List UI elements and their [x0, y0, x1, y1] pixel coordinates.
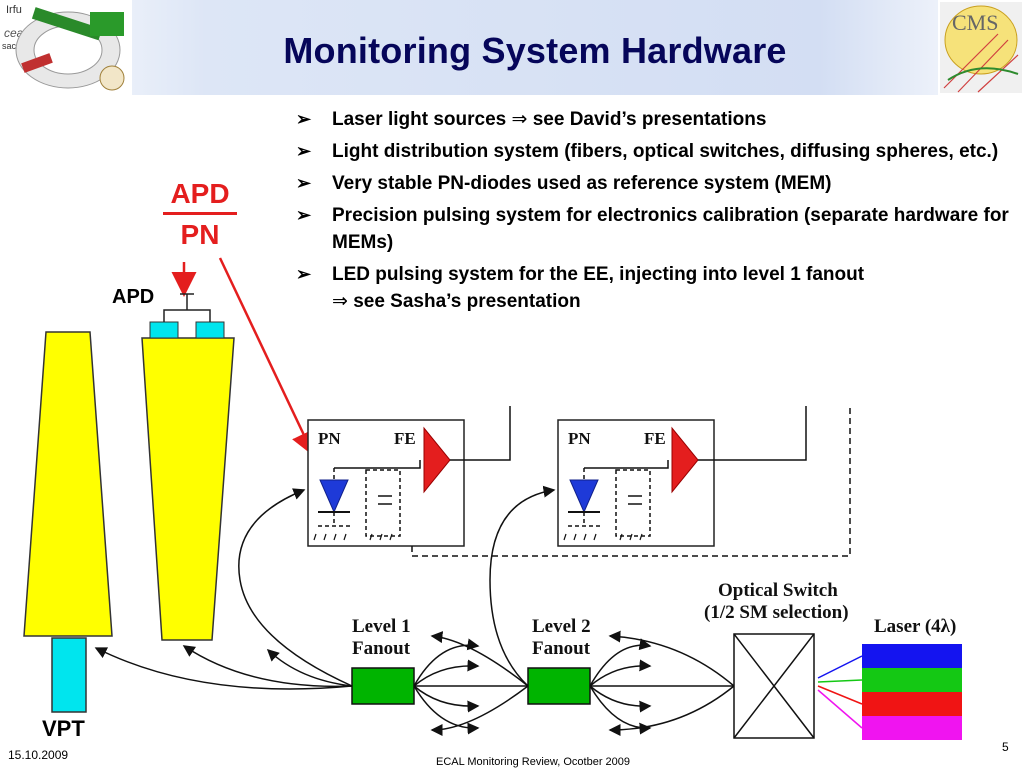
svg-text:CMS: CMS	[952, 10, 998, 35]
laser-band-green	[862, 668, 962, 692]
svg-text:Fanout: Fanout	[532, 638, 591, 659]
bullet-list: ➢ Laser light sources ⇒ see David’s pres…	[296, 106, 1011, 320]
bullet-arrow-icon: ➢	[296, 141, 312, 161]
bullet-item: ➢ Very stable PN-diodes used as referenc…	[296, 170, 1011, 197]
svg-text:PN: PN	[568, 429, 591, 448]
apd-pn-ratio: APD PN	[160, 178, 240, 251]
pn-wiring	[584, 460, 669, 505]
slide-title: Monitoring System Hardware	[283, 30, 787, 71]
bullet-text: Laser light sources	[332, 109, 507, 130]
bullet-item: ➢ LED pulsing system for the EE, injecti…	[296, 261, 1011, 315]
cms-logo: CMS	[938, 0, 1024, 95]
footer-date: 15.10.2009	[8, 748, 69, 762]
bullet-text: Very stable PN-diodes used as reference …	[332, 173, 832, 194]
capacitor-box	[318, 468, 401, 537]
apd-crystal	[141, 337, 235, 641]
vpt-label: VPT	[42, 716, 85, 741]
dashed-bus	[411, 406, 851, 557]
ground-hatch	[563, 533, 643, 541]
bullet-arrow-icon: ➢	[296, 109, 312, 129]
svg-text:Fanout: Fanout	[352, 638, 411, 659]
svg-text:PN: PN	[318, 429, 341, 448]
bullet-text: Precision pulsing system for electronics…	[332, 205, 1009, 253]
implies-icon: ⇒	[511, 109, 528, 130]
svg-text:Level 2: Level 2	[532, 616, 591, 637]
pn-wiring	[334, 460, 421, 505]
svg-text:FE: FE	[394, 429, 416, 448]
implies-icon: ⇒	[332, 291, 348, 312]
bullet-arrow-icon: ➢	[296, 264, 312, 284]
apd-cell	[195, 321, 225, 339]
irfu-logo: Irfu cea saclay	[0, 0, 132, 95]
laser-band-magenta	[862, 716, 962, 740]
capacitor-box	[568, 468, 651, 537]
vpt-tube	[51, 637, 87, 713]
laser-line	[817, 685, 863, 705]
fe-amplifier-icon	[423, 426, 451, 494]
page-number: 5	[1002, 740, 1009, 754]
level2-fanout-box	[527, 667, 591, 705]
svg-text:saclay: saclay	[2, 41, 28, 51]
footer-center: ECAL Monitoring Review, Ocotber 2009	[436, 756, 631, 768]
fraction-line	[163, 212, 237, 215]
bullet-arrow-icon: ➢	[296, 173, 312, 193]
bullet-arrow-text: see David’s presentations	[532, 109, 767, 130]
pn-denominator: PN	[180, 219, 220, 250]
bullet-arrow-icon: ➢	[296, 205, 312, 225]
bullet-item: ➢ Laser light sources ⇒ see David’s pres…	[296, 106, 1011, 133]
apd-connector	[163, 293, 211, 322]
svg-text:FE: FE	[644, 429, 666, 448]
bullet-item: ➢ Precision pulsing system for electroni…	[296, 202, 1011, 256]
apd-numerator: APD	[170, 178, 230, 209]
svg-text:Irfu: Irfu	[6, 4, 22, 16]
fe-output-line	[698, 406, 807, 461]
laser-line	[817, 689, 863, 729]
svg-text:Optical Switch: Optical Switch	[718, 580, 838, 601]
svg-text:Level 1: Level 1	[352, 616, 411, 637]
red-arrow-to-pn	[218, 257, 315, 457]
fe-output-line	[450, 406, 511, 461]
pn-diode-icon	[569, 479, 599, 514]
vpt-crystal	[23, 331, 113, 637]
bullet-arrow-text: see Sasha’s presentation	[353, 291, 581, 312]
ground-hatch	[313, 533, 393, 541]
svg-text:Laser (4λ): Laser (4λ)	[874, 616, 956, 637]
apd-cell	[149, 321, 179, 339]
apd-label: APD	[112, 286, 155, 308]
pn-diode-icon	[319, 479, 349, 514]
laser-band-red	[862, 692, 962, 716]
level1-fanout-box	[351, 667, 415, 705]
svg-text:(1/2 SM selection): (1/2 SM selection)	[704, 602, 849, 623]
pn-fe-box	[307, 419, 465, 547]
laser-line	[817, 655, 863, 679]
bullet-text: Light distribution system (fibers, optic…	[332, 141, 999, 162]
bullet-text: LED pulsing system for the EE, injecting…	[332, 264, 865, 285]
switch-cross-icon	[733, 633, 815, 739]
fe-amplifier-icon	[671, 426, 699, 494]
header-band	[0, 0, 1024, 95]
bullet-item: ➢ Light distribution system (fibers, opt…	[296, 138, 1011, 165]
laser-band-blue	[862, 644, 962, 668]
laser-line	[817, 679, 863, 683]
fiber-lines	[94, 485, 735, 736]
